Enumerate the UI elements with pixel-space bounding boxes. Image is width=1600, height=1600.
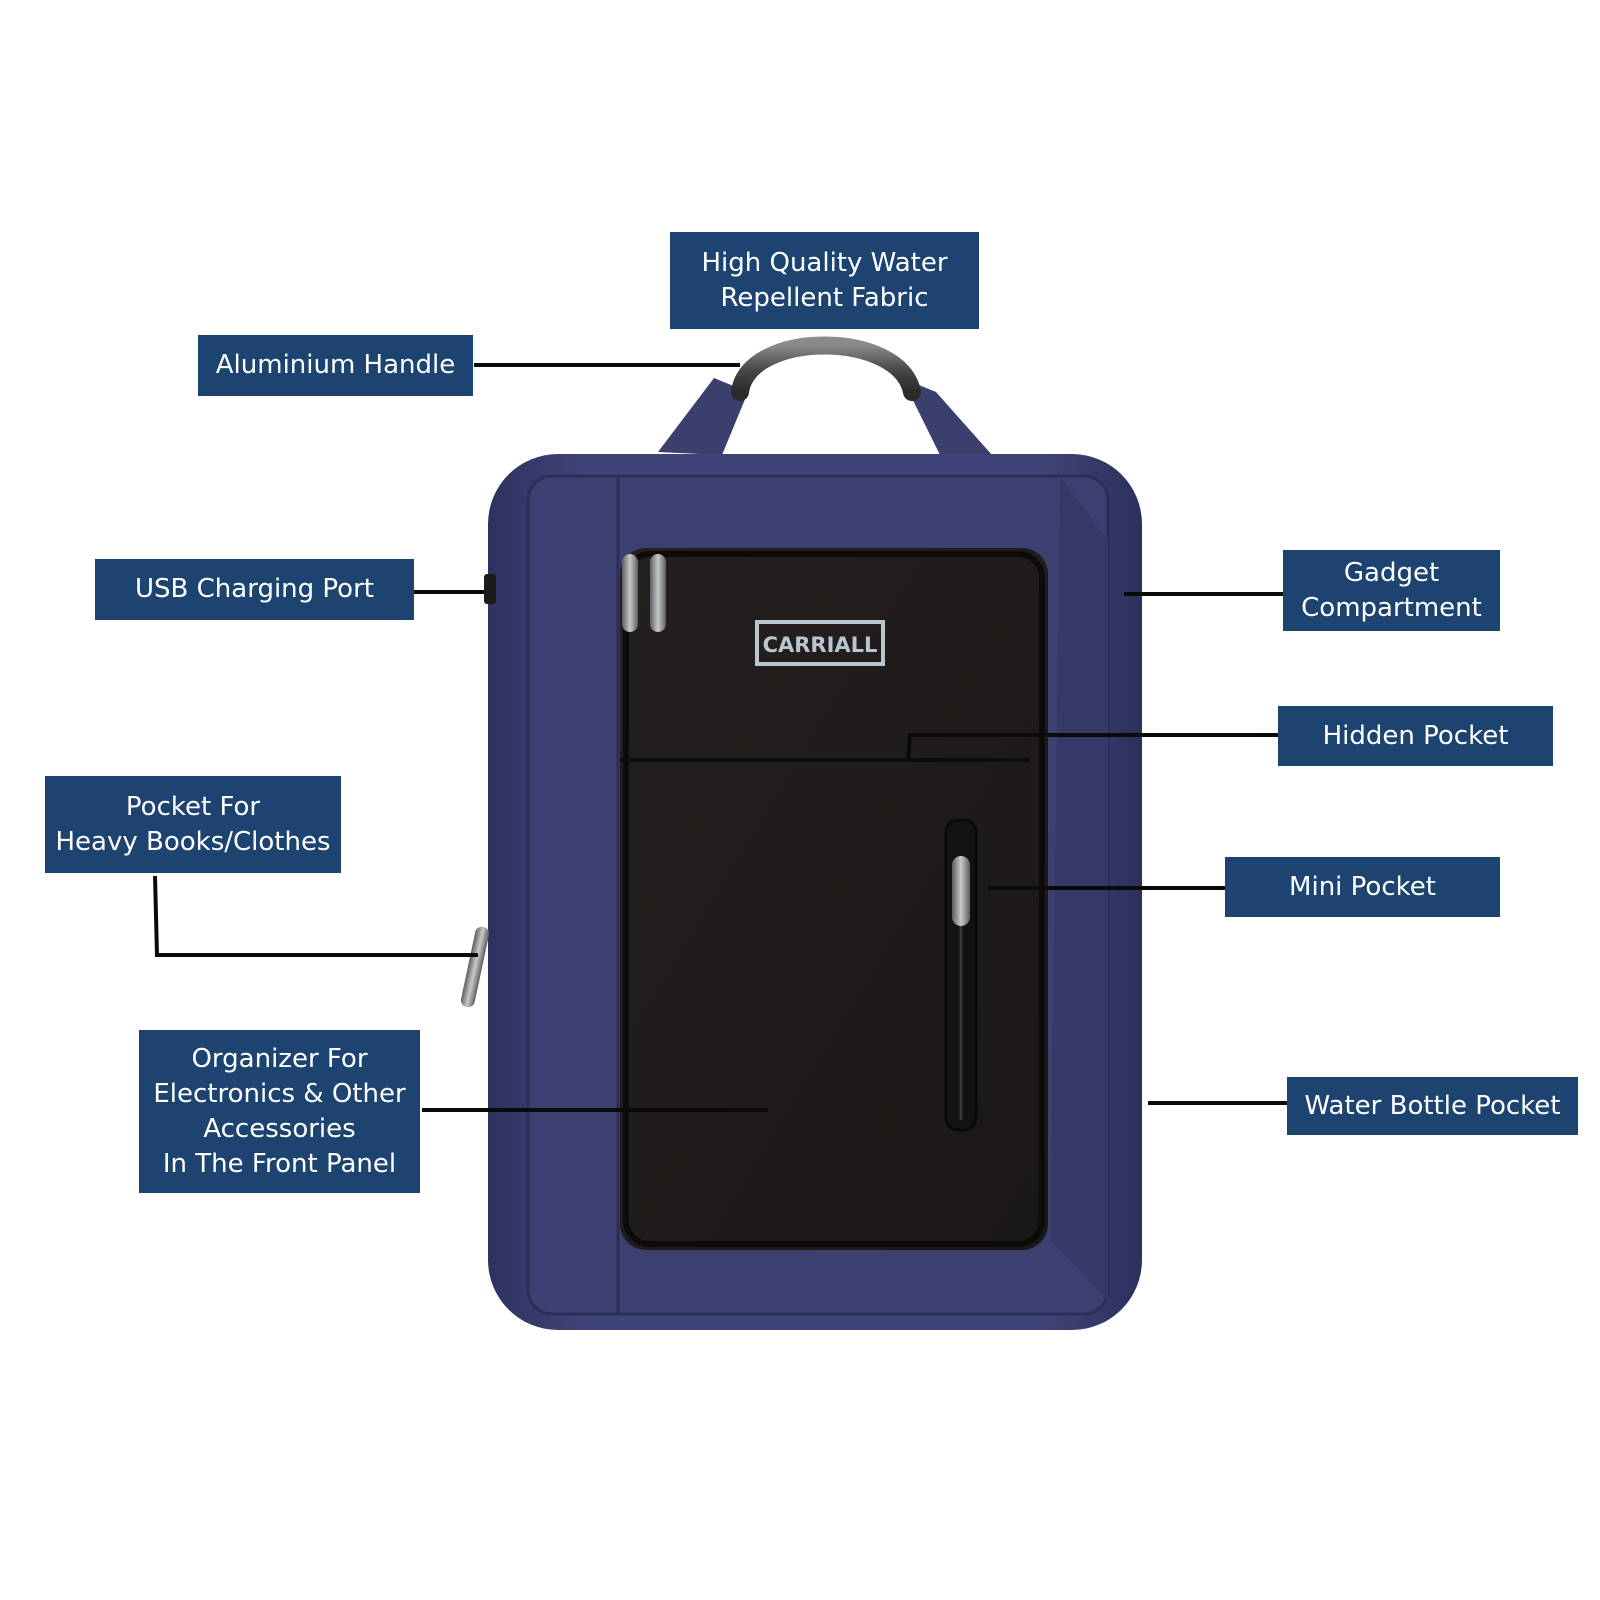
front-panel-zipper[interactable] — [623, 551, 1045, 1247]
handle-strap-right — [902, 378, 992, 455]
callout-water-bottle-pocket: Water Bottle Pocket — [1287, 1077, 1578, 1135]
callout-mini-pocket: Mini Pocket — [1225, 857, 1500, 917]
callout-line: Pocket For — [125, 791, 261, 822]
front-panel[interactable] — [620, 548, 1048, 1250]
callout-line: Compartment — [1301, 592, 1482, 623]
callout-line: Hidden Pocket — [1322, 720, 1509, 751]
side-pocket-zipper-pull[interactable] — [460, 925, 491, 1008]
callout-line: Water Bottle Pocket — [1304, 1090, 1561, 1121]
callout-line: Gadget — [1343, 557, 1440, 588]
callout-hidden-pocket: Hidden Pocket — [1278, 706, 1553, 766]
callout-line: Repellent Fabric — [720, 282, 929, 313]
callout-line: Aluminium Handle — [215, 350, 456, 380]
callout-usb-charging-port: USB Charging Port — [95, 559, 414, 620]
callout-line: Mini Pocket — [1289, 871, 1436, 902]
usb-charging-port[interactable] — [484, 574, 496, 604]
callout-line: High Quality Water — [701, 247, 948, 278]
callout-line: Electronics & Other — [153, 1078, 406, 1109]
callout-line: Accessories — [203, 1113, 356, 1144]
main-zipper-pulls[interactable] — [622, 554, 666, 632]
brand-patch — [755, 620, 885, 666]
callout-line: In The Front Panel — [162, 1148, 397, 1179]
mini-pocket-zipper-pull[interactable] — [952, 856, 970, 926]
leader-lines — [153, 363, 1288, 1112]
callout-line: USB Charging Port — [135, 574, 374, 604]
handle-strap-left — [658, 378, 748, 455]
callout-line: Organizer For — [191, 1043, 368, 1074]
aluminium-handle[interactable] — [731, 336, 921, 401]
callout-aluminium-handle: Aluminium Handle — [198, 335, 473, 396]
brand-logo: CARRIALL — [763, 633, 878, 657]
callout-line: Heavy Books/Clothes — [55, 826, 331, 857]
